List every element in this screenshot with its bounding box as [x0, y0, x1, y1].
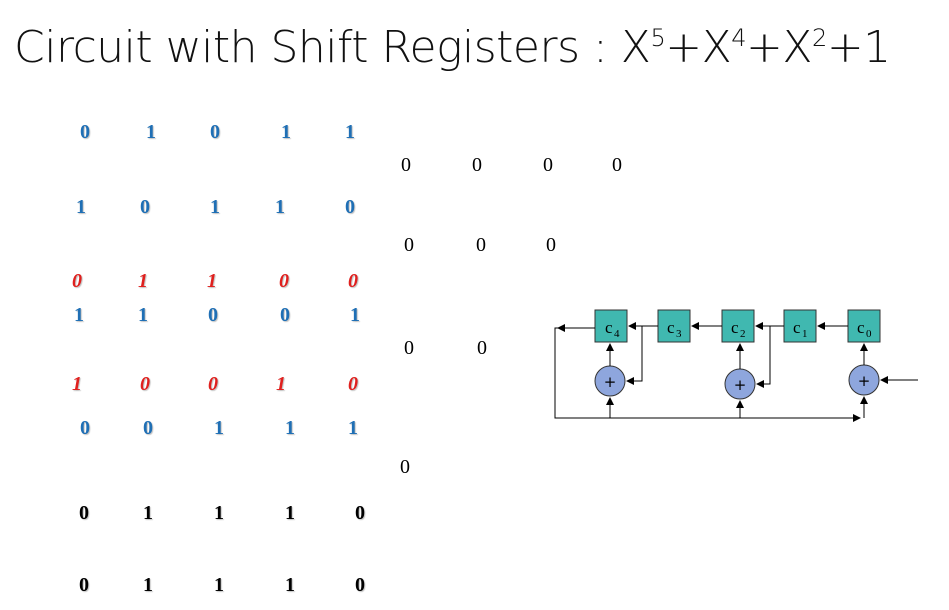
register-c4: c 4 — [594, 309, 628, 343]
adder-c2: + — [724, 368, 756, 400]
shift-register-circuit: c 4 c 3 c 2 c 1 c 0 + + + — [554, 309, 918, 422]
adder-c0: + — [848, 364, 880, 396]
remainder-bit: 0 — [476, 234, 486, 256]
feed-arrow — [626, 325, 655, 385]
row1-bit: 0 — [210, 121, 220, 143]
svg-text:c: c — [731, 318, 739, 337]
row6-bit: 0 — [143, 417, 153, 439]
row5-bit: 1 — [276, 373, 286, 395]
remainder-bit: 0 — [404, 337, 414, 359]
svg-text:1: 1 — [802, 328, 808, 340]
row7-bit: 0 — [79, 502, 89, 524]
remainder-bit: 0 — [546, 234, 556, 256]
svg-text:+: + — [734, 376, 747, 394]
svg-text:c: c — [667, 318, 675, 337]
remainder-bit: 0 — [404, 234, 414, 256]
svg-text:0: 0 — [866, 328, 872, 340]
row3-bit: 0 — [348, 270, 358, 292]
row2-bit: 1 — [210, 196, 220, 218]
row2-bit: 0 — [140, 196, 150, 218]
row4-bit: 0 — [208, 304, 218, 326]
row6-bit: 0 — [80, 417, 90, 439]
row7-bit: 1 — [143, 502, 153, 524]
row8-bit: 0 — [79, 574, 89, 596]
row3-bit: 0 — [72, 270, 82, 292]
feedback-loop — [554, 327, 861, 422]
row2-bit: 1 — [76, 196, 86, 218]
row8-bit: 1 — [143, 574, 153, 596]
row3-bit: 1 — [138, 270, 148, 292]
remainder-bit: 0 — [472, 154, 482, 176]
svg-text:4: 4 — [614, 328, 620, 340]
register-c0: c 0 — [847, 309, 881, 343]
register-c3: c 3 — [657, 309, 691, 343]
svg-text:3: 3 — [676, 328, 682, 340]
remainder-bit: 0 — [543, 154, 553, 176]
svg-text:+: + — [858, 372, 871, 390]
row5-bit: 0 — [140, 373, 150, 395]
row3-bit: 0 — [279, 270, 289, 292]
svg-text:2: 2 — [740, 328, 746, 340]
feed-arrow — [756, 325, 779, 388]
row4-bit: 1 — [74, 304, 84, 326]
svg-text:c: c — [605, 318, 613, 337]
svg-text:c: c — [857, 318, 865, 337]
row4-bit: 1 — [138, 304, 148, 326]
row6-bit: 1 — [348, 417, 358, 439]
row4-bit: 1 — [350, 304, 360, 326]
row8-bit: 0 — [355, 574, 365, 596]
row2-bit: 0 — [345, 196, 355, 218]
row5-bit: 0 — [208, 373, 218, 395]
register-c1: c 1 — [783, 309, 817, 343]
row1-bit: 1 — [281, 121, 291, 143]
remainder-bit: 0 — [612, 154, 622, 176]
row8-bit: 1 — [285, 574, 295, 596]
row5-bit: 1 — [72, 373, 82, 395]
row3-bit: 1 — [207, 270, 217, 292]
row7-bit: 1 — [285, 502, 295, 524]
row7-bit: 0 — [355, 502, 365, 524]
adder-c4: + — [594, 365, 626, 397]
row1-bit: 1 — [345, 121, 355, 143]
row5-bit: 0 — [348, 373, 358, 395]
remainder-bit: 0 — [477, 337, 487, 359]
remainder-bit: 0 — [400, 456, 410, 478]
remainder-bit: 0 — [401, 154, 411, 176]
row6-bit: 1 — [285, 417, 295, 439]
row1-bit: 1 — [146, 121, 156, 143]
register-c2: c 2 — [721, 309, 755, 343]
svg-text:+: + — [604, 373, 617, 391]
row2-bit: 1 — [275, 196, 285, 218]
row7-bit: 1 — [214, 502, 224, 524]
row1-bit: 0 — [80, 121, 90, 143]
row4-bit: 0 — [280, 304, 290, 326]
svg-text:c: c — [793, 318, 801, 337]
row8-bit: 1 — [214, 574, 224, 596]
page-title: Circuit with Shift Registers : X5+X4+X2+… — [14, 22, 891, 73]
row6-bit: 1 — [214, 417, 224, 439]
